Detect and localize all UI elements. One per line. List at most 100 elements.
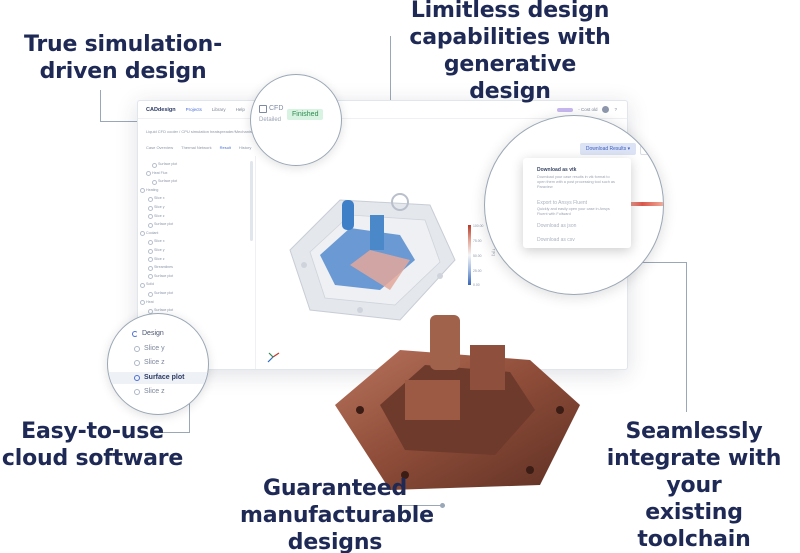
callout-line: existing toolchain: [637, 500, 751, 552]
menu-item-fluent-desc: Quickly and easily open your case in Ans…: [537, 207, 610, 216]
case-sub-label: Detailed: [259, 117, 282, 123]
loading-icon: [132, 331, 138, 337]
callout-simulation: True simulation- driven design: [18, 31, 228, 85]
design-row-slice-z-2[interactable]: Slice z: [134, 388, 165, 395]
callout-line: Easy-to-use: [21, 419, 164, 444]
nav-help[interactable]: Help: [235, 107, 245, 112]
design-row-label: Slice z: [144, 359, 165, 366]
menu-item-vtk[interactable]: Download as vtk: [537, 167, 577, 173]
tree-item[interactable]: Heating: [139, 187, 159, 194]
design-title: Design: [142, 330, 164, 337]
leader-toolchain-v: [686, 262, 687, 412]
tree-item[interactable]: Heat: [140, 299, 154, 306]
circle-icon: [134, 346, 140, 352]
callout-line: capabilities with: [409, 25, 611, 50]
tree-item[interactable]: Surface plot: [147, 291, 174, 297]
design-row-label: Slice z: [144, 388, 165, 395]
status-magnifier: CFD Detailed Finished: [250, 74, 342, 166]
callout-line: driven design: [39, 59, 207, 84]
tree-item[interactable]: Surface plot: [147, 273, 174, 280]
help-icon[interactable]: ?: [614, 107, 617, 112]
download-menu: Download as vtk Download your case resul…: [523, 158, 631, 248]
callout-line: manufacturable: [240, 503, 434, 528]
download-results-label: Download Results: [585, 146, 627, 152]
leader-simulation: [100, 90, 101, 122]
tree-item[interactable]: Solid: [140, 282, 154, 288]
callout-line: generative design: [443, 52, 577, 104]
legend-tick-4: 25.00: [473, 269, 482, 273]
result-color-bar: [620, 202, 663, 206]
leader-manu-dot: [440, 503, 445, 508]
design-row-label: Slice y: [144, 345, 165, 352]
selected-row-highlight: [108, 372, 208, 384]
topbar-right: - Cost old ?: [557, 106, 617, 113]
circle-icon: [134, 389, 140, 395]
credits-bar: [557, 107, 574, 112]
tree-item[interactable]: Heat Flux: [145, 170, 168, 177]
tab-case-overview[interactable]: Case Overview: [146, 145, 174, 150]
tree-item[interactable]: Surface plot: [147, 308, 174, 314]
design-row-slice-y[interactable]: Slice y: [134, 345, 165, 352]
callout-toolchain: Seamlessly integrate with your existing …: [588, 418, 800, 553]
nav-projects[interactable]: Projects: [185, 107, 202, 112]
result-tabs: Case Overview Thermal Network Result His…: [146, 145, 251, 150]
tab-result[interactable]: Result: [219, 145, 231, 150]
tree-item[interactable]: Surface plot: [147, 222, 174, 228]
leader-easy: [160, 385, 190, 433]
tree-item[interactable]: Coolant: [139, 230, 159, 237]
tree-item[interactable]: Slice y: [148, 205, 165, 211]
tree-item[interactable]: Streamlines: [148, 265, 173, 271]
status-badge: Finished: [287, 109, 324, 120]
tree-item[interactable]: Slice z: [148, 213, 165, 220]
download-magnifier: Download Results ▾ Download as vtk Downl…: [484, 115, 664, 295]
callout-line: designs: [287, 530, 383, 553]
cfd-icon: [259, 105, 267, 113]
case-type-label: CFD: [269, 105, 284, 112]
tree-item[interactable]: Surface plot: [151, 179, 178, 185]
design-row-surface-plot[interactable]: Surface plot: [134, 374, 185, 381]
legend-tick-2: 75.00: [473, 239, 482, 243]
color-legend: [468, 225, 471, 285]
callout-line: integrate with your: [606, 446, 782, 498]
callout-line: Seamlessly: [625, 419, 763, 444]
design-group[interactable]: Design: [132, 330, 164, 337]
menu-item-csv[interactable]: Download as csv: [537, 237, 575, 243]
callout-generative: Limitless design capabilities with gener…: [400, 0, 620, 105]
download-results-button[interactable]: Download Results ▾: [580, 143, 636, 155]
secondary-button[interactable]: [640, 143, 663, 155]
tree-item[interactable]: Slice y: [148, 248, 165, 254]
nav-library[interactable]: Library: [211, 107, 226, 112]
callout-manufacturable: Guaranteed manufacturable designs: [240, 475, 434, 553]
credits-text: - Cost old: [578, 107, 598, 112]
callout-line: Limitless design: [410, 0, 610, 23]
menu-item-json[interactable]: Download as json: [537, 223, 577, 229]
menu-item-vtk-desc: Download your case results in vtk format…: [537, 175, 615, 189]
leader-manu: [400, 505, 445, 506]
design-row-label: Surface plot: [144, 374, 185, 381]
menu-item-fluent[interactable]: Export to Ansys Fluent: [537, 200, 588, 206]
tree-item[interactable]: Surface plot: [151, 162, 178, 168]
design-row-slice-z[interactable]: Slice z: [134, 359, 165, 366]
axes-triad-icon: [267, 352, 280, 363]
app-topbar: CADdesign Projects Library Help - Cost o…: [138, 101, 627, 119]
sidebar-scrollbar[interactable]: [250, 161, 253, 241]
legend-tick-1: 100.00: [473, 224, 484, 228]
tab-history[interactable]: History: [238, 145, 252, 150]
design-magnifier: Design Slice y Slice z Surface plot Slic…: [107, 313, 209, 415]
simulation-model[interactable]: [280, 180, 470, 330]
callout-easy: Easy-to-use cloud software: [0, 418, 185, 472]
callout-line: cloud software: [1, 446, 184, 471]
tree-item[interactable]: Slice x: [148, 239, 165, 245]
tab-thermal-network[interactable]: Thermal Network: [181, 145, 212, 150]
legend-tick-3: 50.00: [473, 254, 482, 258]
tree-item[interactable]: Slice x: [148, 196, 165, 202]
tree-item[interactable]: Slice z: [148, 256, 165, 263]
circle-icon: [134, 360, 140, 366]
breadcrumb[interactable]: Liquid CFD cooler / CPU simulation heats…: [146, 129, 268, 134]
callout-line: Guaranteed: [262, 476, 408, 501]
printed-copper-part: [335, 315, 580, 490]
avatar[interactable]: [602, 106, 610, 113]
app-logo[interactable]: CADdesign: [146, 106, 176, 113]
chevron-down-icon: ▾: [626, 146, 631, 152]
